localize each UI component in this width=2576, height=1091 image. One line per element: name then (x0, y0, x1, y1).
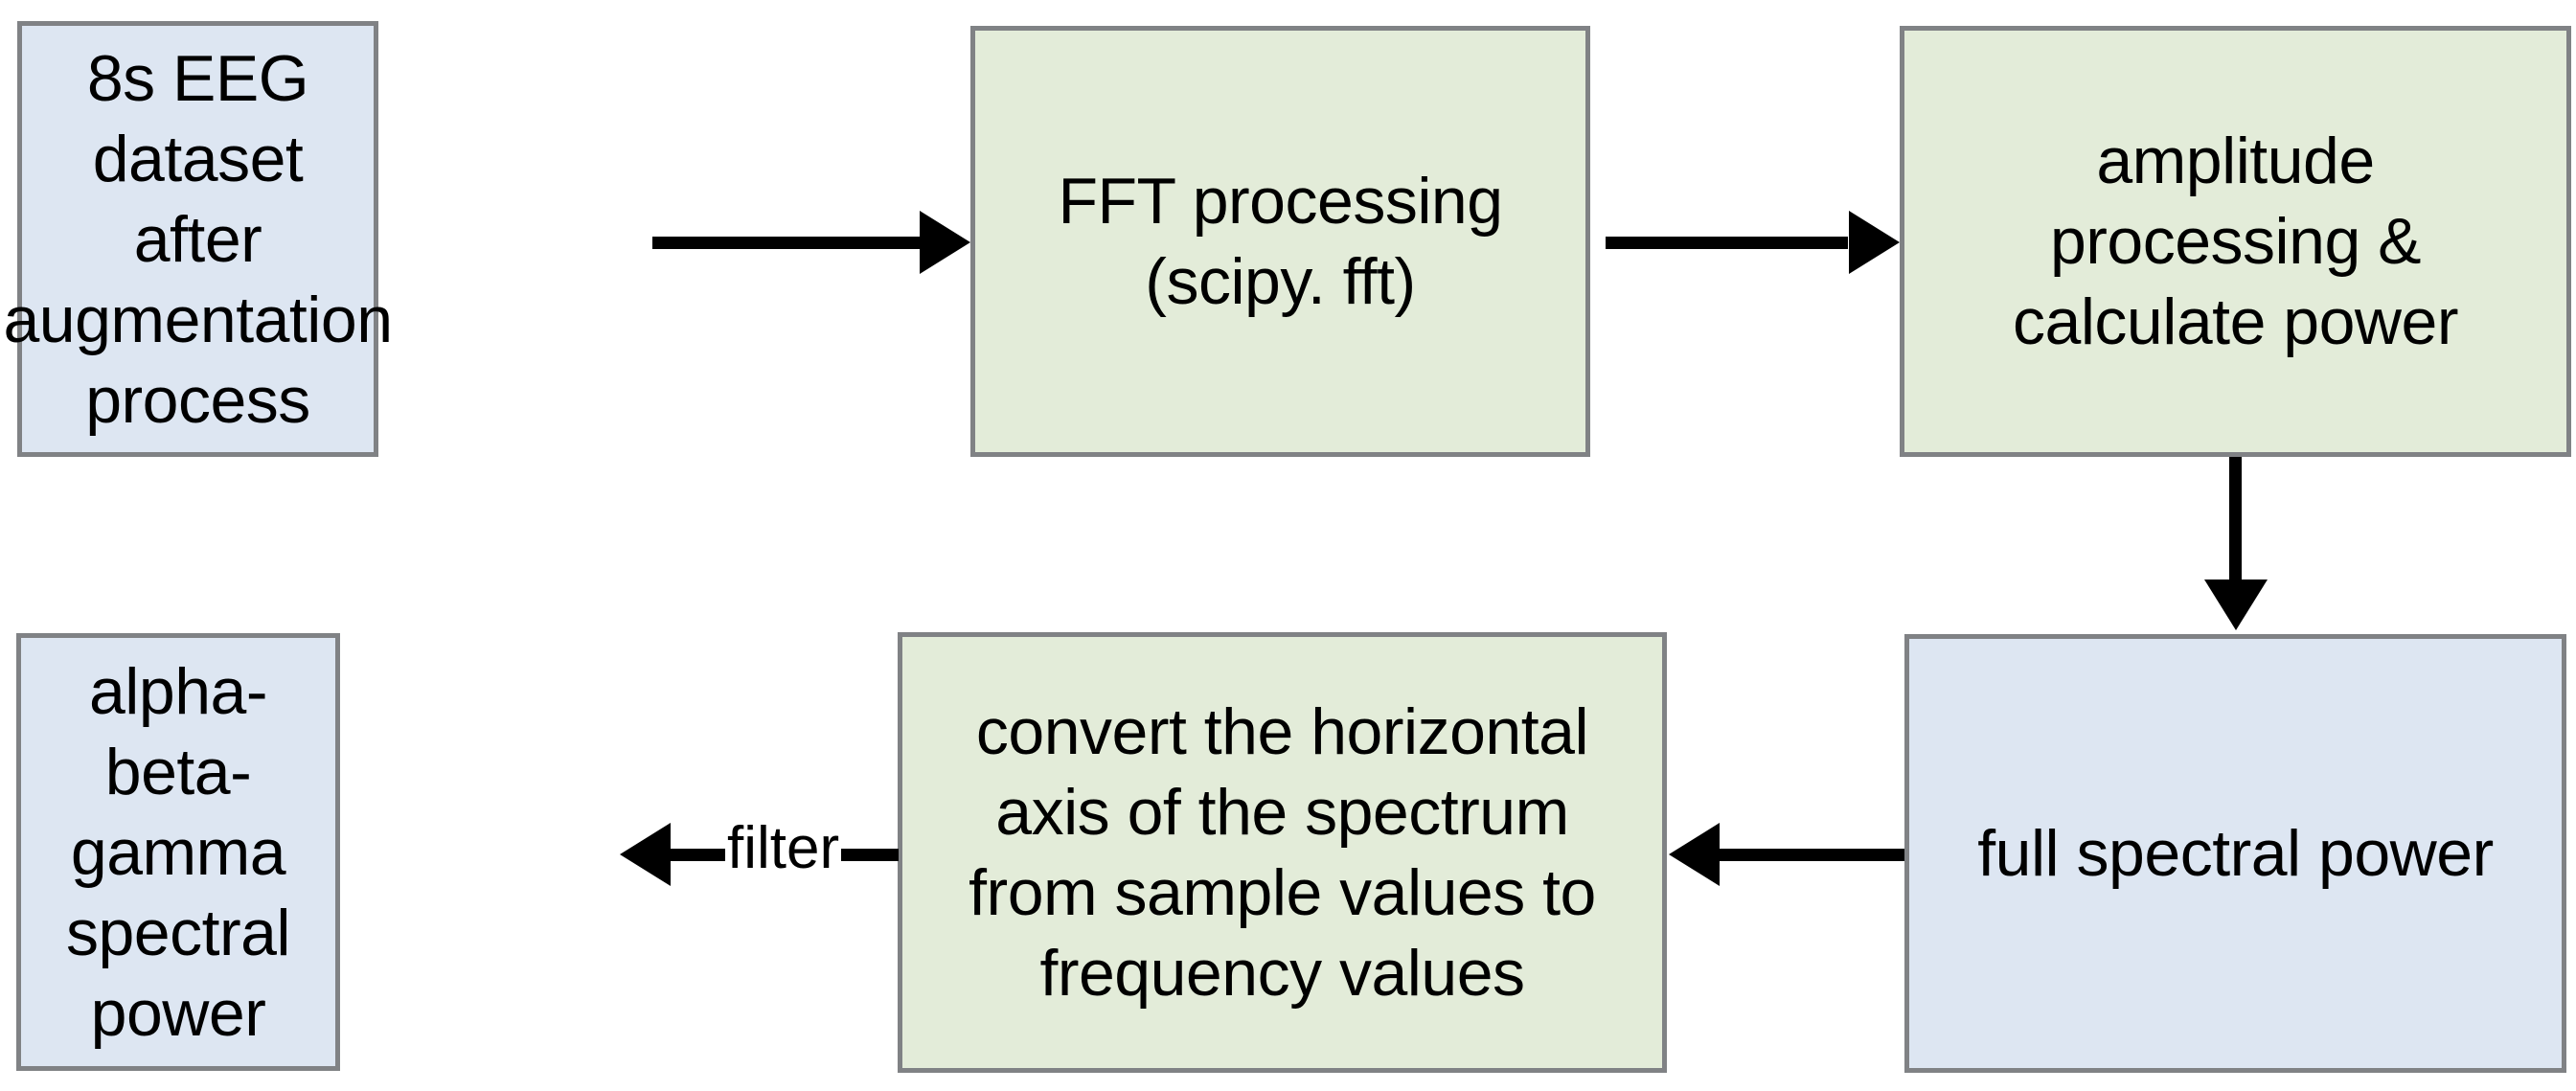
node-fft-processing: FFT processing (scipy. fft) (970, 26, 1590, 457)
edge-label-filter: filter (725, 807, 842, 890)
arrow-eeg-to-fft-line (652, 237, 921, 249)
node-band-power: alpha-beta-gamma spectral power (16, 633, 340, 1071)
arrow-full-to-convert-line (1720, 849, 1904, 861)
arrow-convert-to-band-line-left (671, 849, 728, 861)
node-eeg-dataset: 8s EEG dataset after augmentation proces… (3, 21, 393, 457)
arrow-eeg-to-fft-head-icon (920, 211, 970, 274)
arrow-amplitude-to-full-line (2229, 457, 2242, 580)
arrow-full-to-convert-head-icon (1669, 823, 1720, 886)
arrow-fft-to-amplitude-line (1606, 237, 1848, 249)
node-full-power: full spectral power (1904, 634, 2566, 1073)
node-amplitude-power: amplitude processing & calculate power (1900, 26, 2571, 457)
node-axis-convert: convert the horizontal axis of the spect… (898, 632, 1667, 1073)
arrow-fft-to-amplitude-head-icon (1849, 211, 1900, 274)
arrow-amplitude-to-full-head-icon (2204, 580, 2268, 630)
arrow-convert-to-band-head-icon (620, 823, 671, 886)
